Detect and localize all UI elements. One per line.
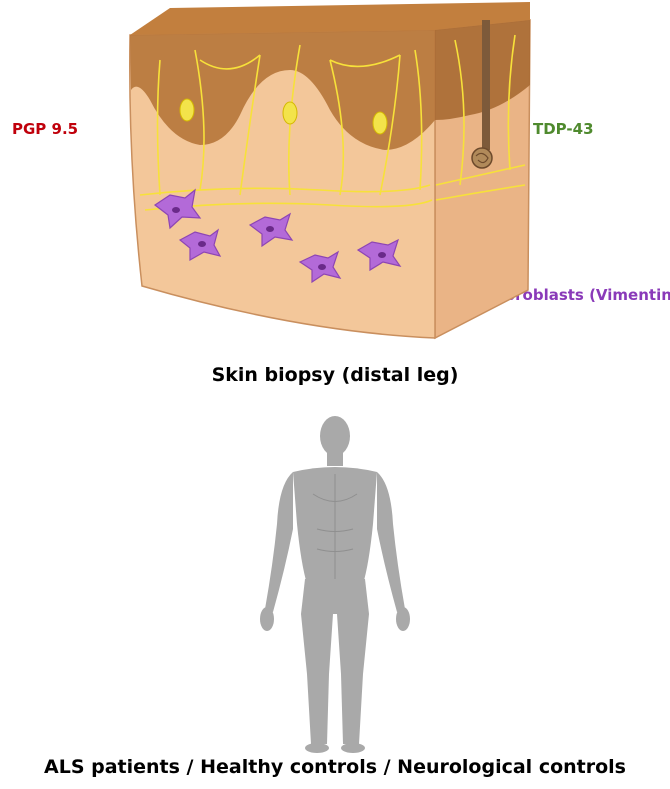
- biopsy-caption: Skin biopsy (distal leg): [0, 364, 670, 386]
- skin-block-icon: [120, 0, 540, 345]
- human-figure-icon: [245, 414, 425, 756]
- tdp43-label: TDP-43: [533, 120, 594, 138]
- patient-groups-caption: ALS patients / Healthy controls / Neurol…: [0, 756, 670, 778]
- pgp95-label: PGP 9.5: [12, 120, 78, 138]
